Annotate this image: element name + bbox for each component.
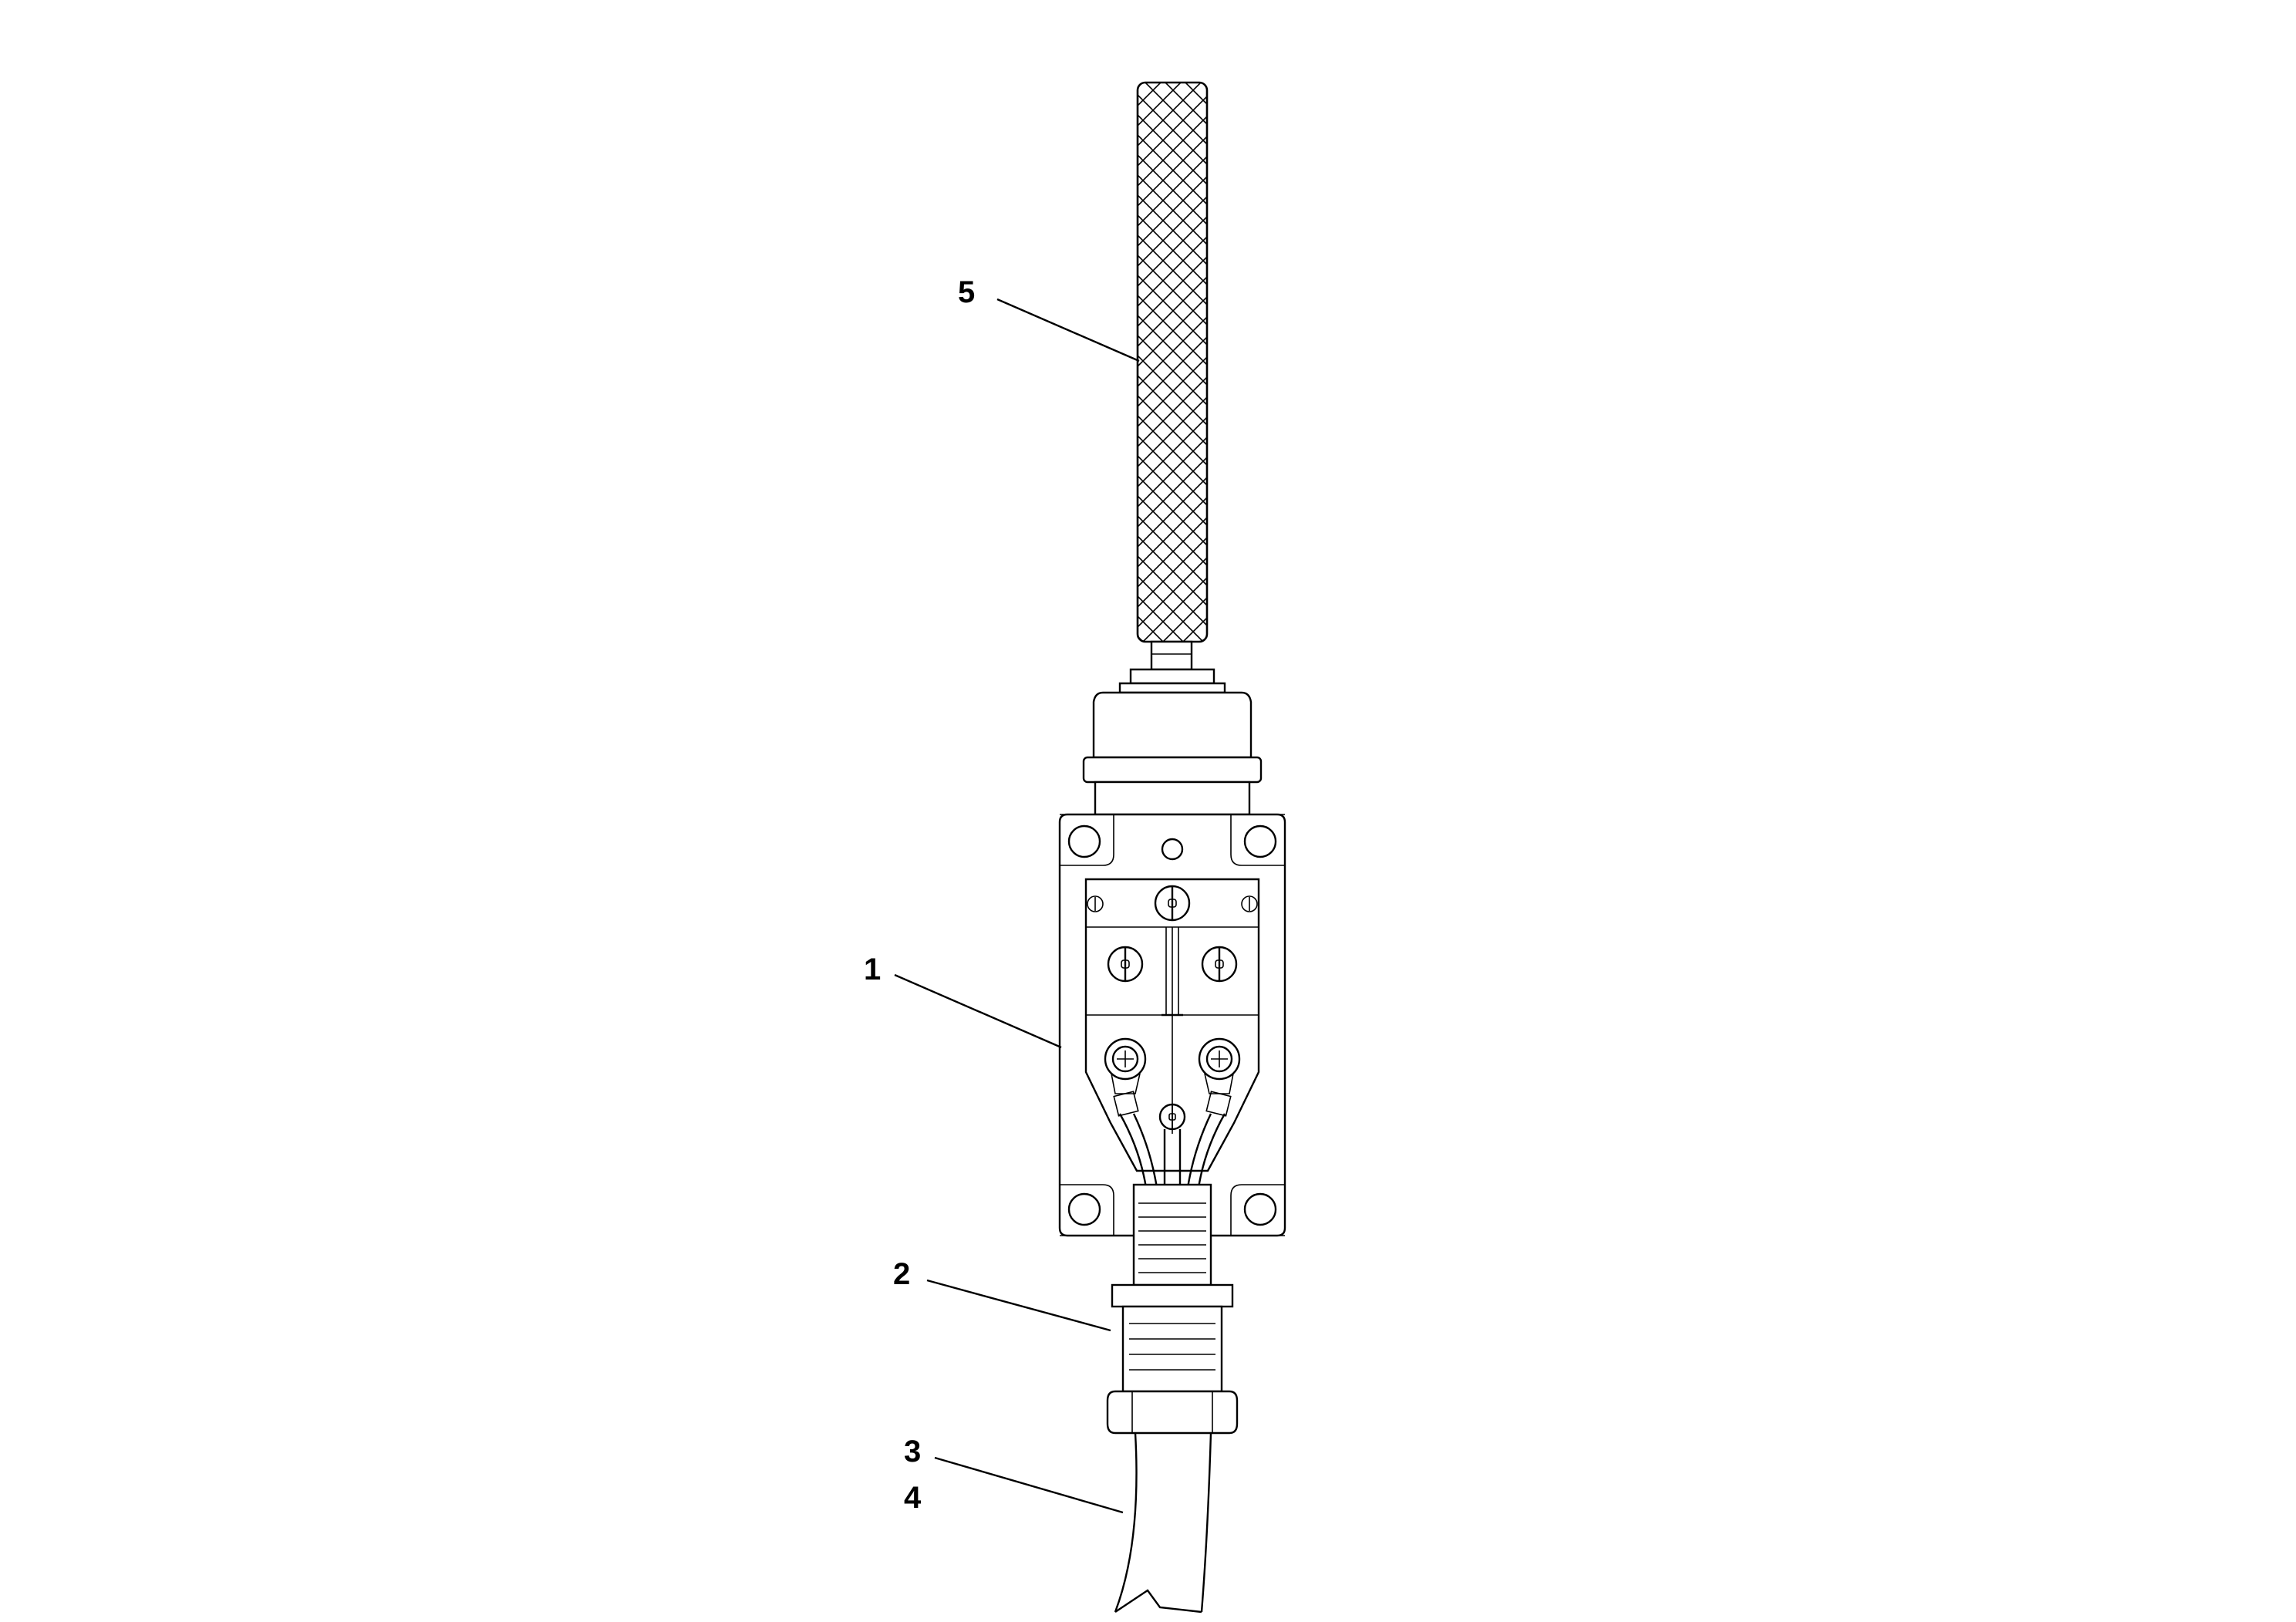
- actuator-rod: [1136, 81, 1209, 671]
- ring-terminal-right: [1198, 1037, 1241, 1117]
- leader-line-3: [934, 1456, 1124, 1514]
- mounting-hole-bottom-right: [1230, 1184, 1285, 1236]
- mounting-hole-top-left: [1060, 814, 1114, 866]
- screw-icon: [1201, 946, 1238, 983]
- leader-lines: [894, 298, 1140, 1514]
- screw-icon: [1087, 895, 1104, 912]
- leader-line-5: [996, 298, 1140, 363]
- switch-body: [1058, 813, 1286, 1237]
- leader-line-2: [926, 1279, 1111, 1332]
- callout-labels: 5 1 2 3 4: [864, 275, 975, 1515]
- mounting-hole-top-right: [1230, 814, 1285, 866]
- threaded-cable-entry: [1132, 1183, 1212, 1286]
- center-hole: [1161, 838, 1184, 861]
- ground-screw-icon: [1158, 1103, 1186, 1131]
- callout-3: 3: [904, 1435, 921, 1469]
- callout-1: 1: [864, 953, 881, 986]
- callout-4: 4: [904, 1481, 922, 1515]
- callout-5: 5: [958, 275, 975, 309]
- screw-icon: [1241, 895, 1258, 912]
- mounting-hole-bottom-left: [1060, 1184, 1114, 1236]
- plunger-head: [1082, 668, 1263, 816]
- ring-terminal-left: [1104, 1037, 1147, 1117]
- cable: [1114, 1432, 1212, 1614]
- screw-icon: [1154, 885, 1191, 922]
- screw-icon: [1107, 946, 1144, 983]
- callout-2: 2: [893, 1257, 910, 1291]
- cable-gland: [1106, 1283, 1239, 1435]
- leader-line-1: [894, 973, 1062, 1049]
